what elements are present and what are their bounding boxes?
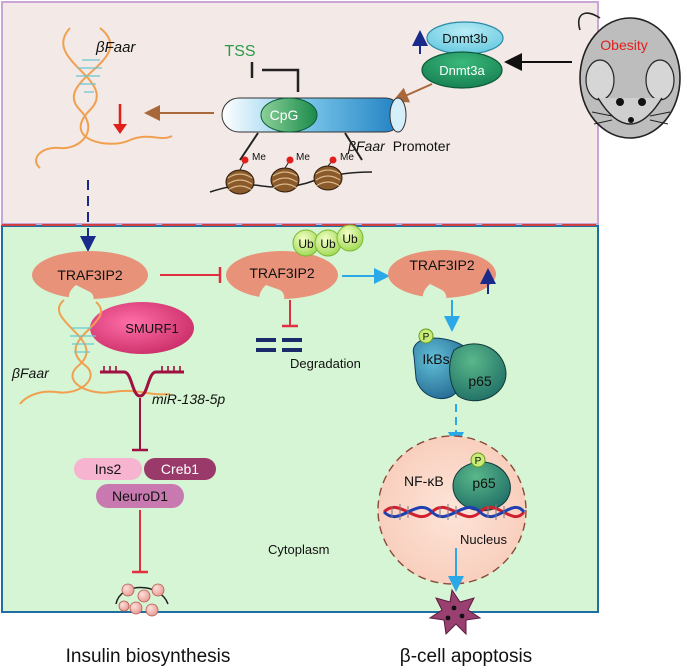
traf3ip2-right: [388, 250, 496, 307]
cytoplasm-label: Cytoplasm: [268, 542, 329, 557]
neurod1-node: [96, 484, 184, 508]
degradation-fragments: [256, 338, 302, 352]
promoter-label: βFaar Promoter: [347, 138, 451, 154]
traf3ip2-middle-label: TRAF3IP2: [249, 265, 315, 281]
phospho-p65-label: P: [475, 456, 482, 467]
ikbs-p65-complex: [412, 337, 507, 402]
cpg-island: [260, 97, 318, 133]
nfkb-label: NF-κB: [404, 473, 444, 489]
obesity-label: Obesity: [600, 37, 647, 53]
ins2-label: Ins2: [95, 461, 122, 477]
smurf1-node: [90, 302, 194, 354]
me-label-3: Me: [340, 152, 354, 163]
ins2-node: [74, 458, 142, 480]
creb1-node: [144, 458, 216, 480]
beta-cell-apoptosis-label: β-cell apoptosis: [400, 646, 532, 667]
connector-right: [344, 132, 363, 161]
phospho-p65: [470, 452, 486, 468]
tss-label: TSS: [224, 43, 255, 60]
nucleosomes: [209, 156, 373, 195]
creb1-label: Creb1: [161, 461, 199, 477]
beta-faar-lncrna-top: [35, 27, 173, 169]
mouse-icon: [578, 12, 681, 139]
traf3ip2-left-label: TRAF3IP2: [57, 267, 123, 283]
beta-faar-bottom-label: βFaar: [11, 365, 50, 381]
smurf1-label: SMURF1: [125, 321, 178, 336]
dnmt3a-node: [421, 51, 503, 89]
traf3ip2-right-label: TRAF3IP2: [409, 257, 475, 273]
ikbs-label: IkBs: [422, 351, 449, 367]
ubiquitin-chain: [292, 224, 364, 257]
dnmt3a-label: Dnmt3a: [439, 63, 485, 78]
traf3ip2-middle: [226, 251, 338, 308]
tss-inhibit: [250, 62, 300, 92]
ub-label-2: Ub: [320, 237, 336, 251]
insulin-vesicles: [115, 583, 169, 617]
me-label-2: Me: [296, 152, 310, 163]
p65-nuclear-label: p65: [472, 475, 496, 491]
neurod1-label: NeuroD1: [112, 488, 168, 504]
degradation-label: Degradation: [290, 356, 361, 371]
beta-faar-top-label: βFaar: [95, 39, 136, 56]
mir-label: miR-138-5p: [152, 391, 225, 407]
mir-138-5p: [100, 366, 184, 398]
phospho-ikbs: [418, 328, 434, 344]
apoptotic-cell-icon: [428, 588, 482, 636]
traf3ip2-left: [32, 251, 148, 307]
insulin-biosynthesis-label: Insulin biosynthesis: [66, 646, 231, 667]
ub-label-3: Ub: [342, 232, 358, 246]
dnmt3b-label: Dnmt3b: [442, 31, 488, 46]
nucleus-label: Nucleus: [460, 532, 507, 547]
p65-complex-label: p65: [468, 373, 492, 389]
ub-label-1: Ub: [298, 237, 314, 251]
cpg-label: CpG: [270, 107, 299, 123]
connector-left: [239, 132, 259, 161]
phospho-ikbs-label: P: [423, 332, 430, 343]
me-label-1: Me: [252, 152, 266, 163]
nuclear-dna: [382, 504, 526, 520]
dnmt-to-promoter-arrow: [392, 83, 433, 103]
faar-down-arrowhead: [113, 124, 127, 134]
